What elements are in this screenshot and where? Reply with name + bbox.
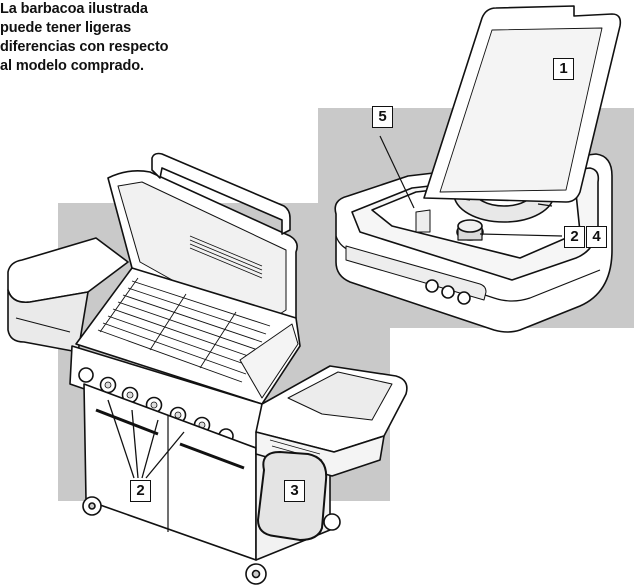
- main-grill: [7, 152, 408, 585]
- cooking-grates: [97, 277, 271, 383]
- callout-2-knobs: 2: [130, 480, 151, 502]
- callout-1: 1: [553, 58, 574, 80]
- casters: [82, 496, 341, 585]
- disclaimer-line-4: al modelo comprado.: [0, 58, 144, 74]
- disclaimer-line-1: La barbacoa ilustrada: [0, 1, 148, 17]
- knob-pointers: [107, 399, 185, 479]
- callout-3: 3: [284, 480, 305, 502]
- callout-5: 5: [372, 106, 393, 128]
- disclaimer-line-2: puede tener ligeras: [0, 20, 132, 36]
- callout-2-side-burner: 2: [564, 226, 585, 248]
- disclaimer-line-3: diferencias con respecto: [0, 39, 169, 55]
- disclaimer-note: La barbacoa ilustrada puede tener ligera…: [0, 0, 230, 76]
- callout-4: 4: [586, 226, 607, 248]
- lid-handle: [151, 152, 291, 235]
- side-burner-inset: [334, 5, 622, 333]
